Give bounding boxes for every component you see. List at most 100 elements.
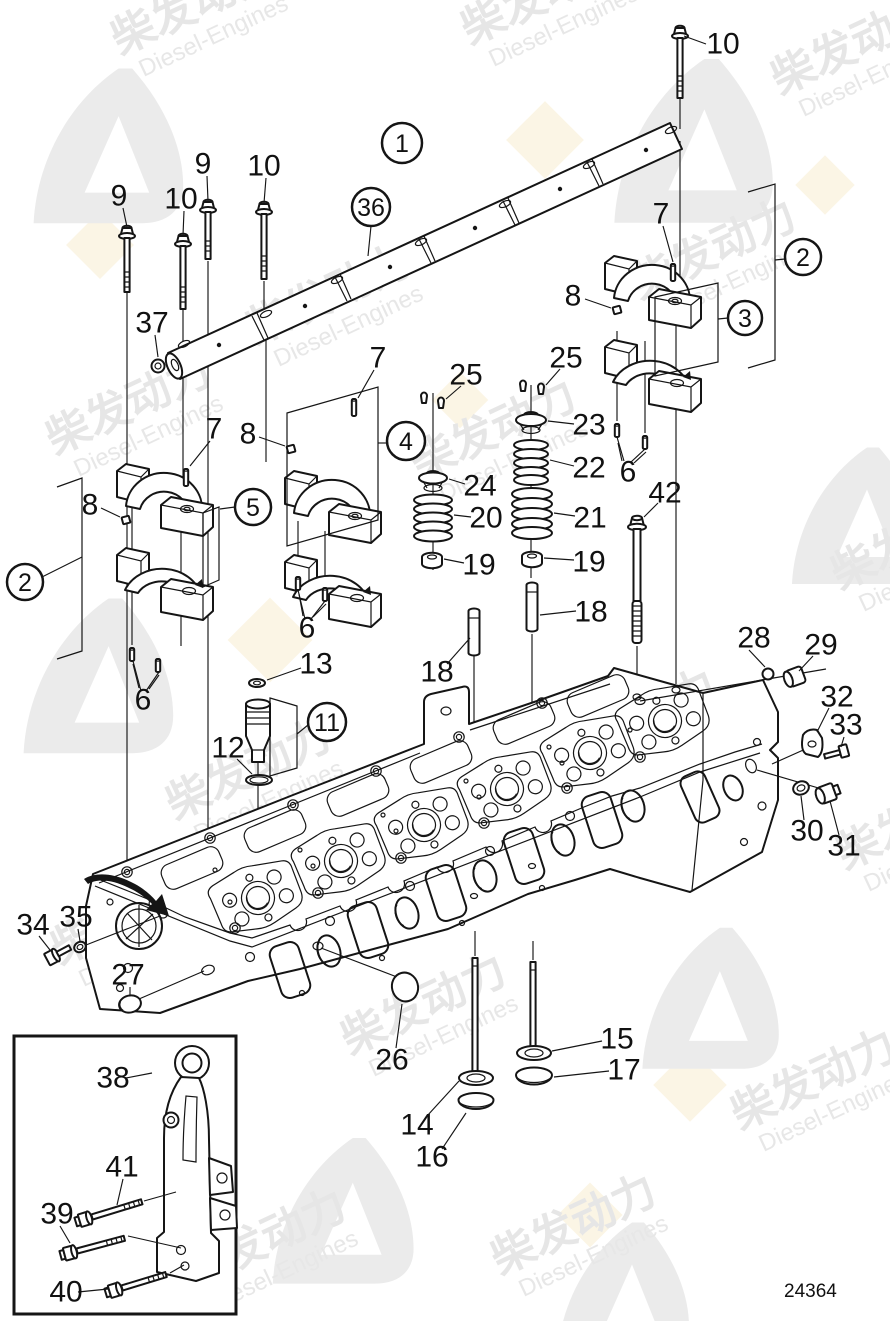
callout-label-18: 18 <box>420 656 453 689</box>
leader-line-7 <box>662 225 674 263</box>
head-right-end-face <box>634 696 767 847</box>
callout-label-24: 24 <box>463 470 496 503</box>
head-left-end-face <box>106 898 215 993</box>
leader-line-7 <box>357 369 375 399</box>
callout-label-30: 30 <box>790 815 823 848</box>
spring-retainer-23 <box>515 411 547 435</box>
callout-label-6: 6 <box>135 684 152 717</box>
watermark-diamond <box>227 597 313 683</box>
callout-label-38: 38 <box>96 1062 129 1095</box>
bolt-9a <box>118 224 136 293</box>
stud-42 <box>627 514 647 644</box>
washer-30 <box>792 780 810 796</box>
callout-label-8: 8 <box>82 489 99 522</box>
washer-13 <box>248 678 266 688</box>
inset-panel <box>12 1034 238 1316</box>
valve-collets-25 <box>519 379 545 395</box>
leader-line-14 <box>426 1080 460 1117</box>
valve-right <box>515 961 553 1086</box>
plug-27 <box>118 994 142 1014</box>
callout-label-7: 7 <box>370 342 387 375</box>
bearing-cap-group-right <box>604 255 702 450</box>
callout-label-15: 15 <box>600 1023 633 1056</box>
drawing-number: 24364 <box>784 1281 837 1302</box>
callout-circled-label-1: 1 <box>395 130 409 158</box>
deck-small-holes <box>212 727 633 905</box>
callout-label-16: 16 <box>415 1141 448 1174</box>
callout-label-13: 13 <box>299 648 332 681</box>
leader-line-7 <box>189 440 211 467</box>
leader-line-2 <box>41 556 83 578</box>
callout-circled-label-2: 2 <box>796 244 810 272</box>
callout-circled-label-4: 4 <box>399 428 413 456</box>
callout-label-12: 12 <box>211 732 244 765</box>
callout-label-10: 10 <box>706 28 739 61</box>
leader-line-10 <box>182 210 185 236</box>
callout-label-8: 8 <box>240 418 257 451</box>
group-frames <box>56 183 776 777</box>
spring-seat-19-left <box>421 551 443 570</box>
shaft-bolt-slots <box>177 125 678 349</box>
leader-line-21 <box>553 512 576 517</box>
leader-line-19 <box>543 557 575 561</box>
inset-bolts <box>57 1191 185 1301</box>
lifting-bracket-38 <box>156 1045 238 1282</box>
callout-circled-label-2: 2 <box>18 569 32 597</box>
callout-label-17: 17 <box>607 1054 640 1087</box>
callout-label-31: 31 <box>827 830 860 863</box>
callout-label-20: 20 <box>469 502 502 535</box>
bolt-39 <box>57 1234 127 1263</box>
leader-line-33 <box>840 736 845 748</box>
valve-collets-25 <box>420 391 445 409</box>
leader-line-41 <box>116 1178 124 1206</box>
callout-circled-label-3: 3 <box>738 305 752 333</box>
callout-label-8: 8 <box>565 280 582 313</box>
leader-line-13 <box>266 667 302 681</box>
callout-label-25: 25 <box>549 342 582 375</box>
callout-label-7: 7 <box>653 198 670 231</box>
leader-line-20 <box>453 514 472 518</box>
leader-line-3 <box>717 317 729 320</box>
bolt-10a <box>174 232 192 310</box>
callout-circle-11 <box>306 701 348 743</box>
leader-line-6 <box>617 442 623 462</box>
valve-head-17 <box>515 1066 553 1086</box>
leader-line-37 <box>154 334 159 358</box>
leader-line-6 <box>132 663 140 689</box>
bearing-cap-group-left <box>116 463 214 673</box>
o-ring-12 <box>245 774 273 786</box>
callout-label-37: 37 <box>135 307 168 340</box>
callout-label-39: 39 <box>40 1198 73 1231</box>
left-end-plugs <box>43 874 205 1014</box>
leader-line-5 <box>219 506 236 510</box>
rotation-arrow-icon <box>84 874 169 916</box>
callout-label-29: 29 <box>804 629 837 662</box>
valve-guide-18-left <box>467 607 481 657</box>
callout-label-23: 23 <box>572 409 605 442</box>
callout-label-18: 18 <box>574 596 607 629</box>
callout-label-42: 42 <box>648 477 681 510</box>
callout-label-9: 9 <box>111 180 128 213</box>
leader-line-39 <box>59 1225 71 1244</box>
callout-circled-label-11: 11 <box>314 709 340 737</box>
leader-line-6 <box>312 603 327 618</box>
leader-line-6 <box>148 674 160 690</box>
valve-seat-washer-14 <box>458 1070 494 1086</box>
callout-label-14: 14 <box>400 1109 433 1142</box>
bolt-10c <box>671 24 689 99</box>
callout-circle-1 <box>380 121 424 165</box>
leader-line-10 <box>263 177 267 204</box>
bolt-41 <box>72 1198 144 1230</box>
leader-line-22 <box>549 459 575 467</box>
leader-line-23 <box>547 420 575 425</box>
callout-label-40: 40 <box>49 1276 82 1309</box>
bracket-32 <box>801 728 824 758</box>
leader-line-11 <box>296 724 309 735</box>
leader-line-24 <box>448 478 466 485</box>
valve-spring-stack-right <box>511 379 553 633</box>
mounting-bolts <box>118 24 689 310</box>
head-front-ports <box>244 786 650 1002</box>
callout-label-34: 34 <box>16 909 49 942</box>
callout-circled-label-36: 36 <box>357 194 385 222</box>
callout-circle-3 <box>726 299 764 337</box>
